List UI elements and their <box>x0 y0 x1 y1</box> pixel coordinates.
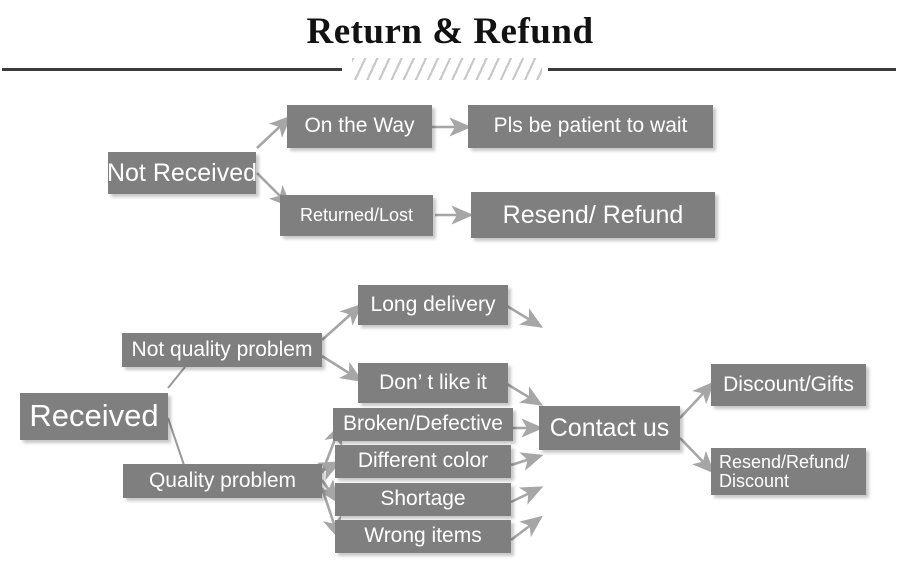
node-on-the-way[interactable]: On the Way <box>287 105 432 148</box>
node-resend-refund-discount[interactable]: Resend/Refund/ Discount <box>711 448 866 495</box>
node-pls-be-patient-to-wait[interactable]: Pls be patient to wait <box>468 105 713 148</box>
node-not-quality-problem[interactable]: Not quality problem <box>122 333 322 367</box>
flowchart-connector-layer <box>167 115 715 542</box>
node-received[interactable]: Received <box>20 393 168 440</box>
arrow-not-quality-to-dont-like-it <box>321 354 364 382</box>
arrow-not-received-to-on-the-way <box>256 115 292 149</box>
node-dont-like-it[interactable]: Don’ t like it <box>358 363 508 403</box>
page-header: Return & Refund <box>0 0 900 88</box>
arrow-contact-to-discount-gifts <box>679 381 715 419</box>
node-wrong-items[interactable]: Wrong items <box>335 520 511 553</box>
divider-left-rule <box>2 68 342 71</box>
return-refund-flowchart: Not Received On the Way Pls be patient t… <box>0 88 900 578</box>
node-different-color[interactable]: Different color <box>335 445 511 478</box>
arrow-quality-to-shortage <box>317 479 339 503</box>
connector-received-to-quality <box>167 417 186 469</box>
node-contact-us[interactable]: Contact us <box>539 406 680 450</box>
node-resend-refund[interactable]: Resend/ Refund <box>471 192 715 238</box>
arrow-wrong-items-to-contact <box>510 515 543 542</box>
divider-right-rule <box>548 68 896 71</box>
node-quality-problem[interactable]: Quality problem <box>123 464 322 498</box>
page-title: Return & Refund <box>306 11 594 52</box>
arrow-shortage-to-contact <box>510 486 544 505</box>
connector-received-to-not-quality <box>167 366 186 389</box>
node-broken-defective[interactable]: Broken/Defective <box>333 408 513 441</box>
diagonal-hatch-ornament-icon <box>352 58 542 80</box>
arrow-contact-to-resend-refund <box>679 437 715 474</box>
node-shortage[interactable]: Shortage <box>335 483 511 516</box>
arrow-not-quality-to-long-delivery <box>321 303 363 341</box>
arrow-different-color-to-contact <box>510 452 544 471</box>
node-not-received[interactable]: Not Received <box>107 152 257 194</box>
node-discount-gifts[interactable]: Discount/Gifts <box>711 364 866 406</box>
node-long-delivery[interactable]: Long delivery <box>358 285 508 325</box>
node-returned-lost[interactable]: Returned/Lost <box>280 195 433 236</box>
arrow-dont-like-it-to-contact <box>506 382 544 406</box>
arrow-long-delivery-to-contact <box>506 304 544 328</box>
